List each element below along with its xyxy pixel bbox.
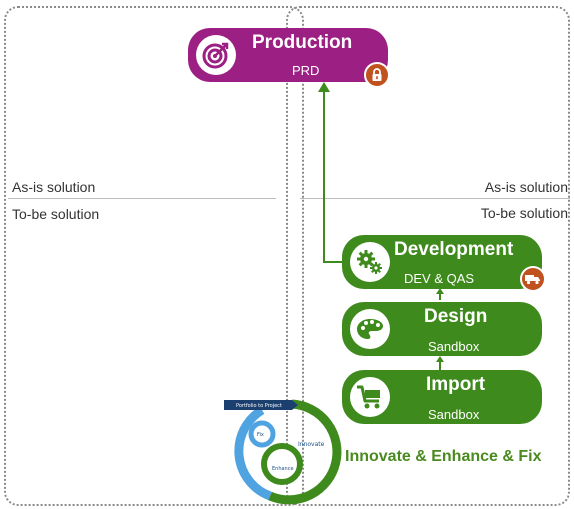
palette-icon [357, 319, 383, 339]
cycle-caption: Innovate & Enhance & Fix [345, 448, 542, 465]
design-subtitle: Sandbox [428, 339, 480, 354]
cycle-graphic: Portfolio to Project Fix Enhance Innovat… [224, 399, 342, 505]
cycle-fix-label: Fix [257, 432, 264, 438]
right-region-frame [286, 6, 570, 506]
left-to-be-label: To-be solution [12, 206, 100, 222]
cycle-banner-text: Portfolio to Project [236, 403, 282, 409]
left-as-is-label: As-is solution [12, 179, 96, 195]
cycle-enhance-label: Enhance [272, 466, 294, 472]
cycle-fix-ring [248, 420, 276, 448]
development-node[interactable]: Development DEV & QAS [342, 235, 542, 289]
production-title: Production [252, 32, 353, 53]
cycle-enhance-ring [261, 443, 303, 485]
cycle-outer-green-arc [268, 399, 342, 505]
truck-icon [525, 275, 540, 285]
left-divider [8, 198, 276, 199]
import-title: Import [426, 374, 486, 395]
lock-icon [372, 68, 382, 81]
dev-to-prd-connector [323, 88, 344, 263]
right-to-be-label: To-be solution [480, 205, 568, 221]
import-icon-circle [350, 377, 390, 417]
cycle-outer-blue-arc [234, 406, 272, 501]
cart-icon [357, 385, 380, 409]
cycle-innovate-label: Innovate [298, 441, 325, 448]
production-badge [364, 62, 390, 88]
design-node[interactable]: Design Sandbox [342, 302, 542, 356]
development-title: Development [394, 239, 514, 260]
right-divider [300, 198, 570, 199]
left-region-frame [4, 6, 304, 506]
development-icon-circle [350, 242, 390, 282]
production-subtitle: PRD [292, 63, 320, 78]
right-as-is-label: As-is solution [484, 179, 568, 195]
production-icon-circle [196, 35, 236, 75]
cycle-banner [224, 400, 298, 410]
import-subtitle: Sandbox [428, 407, 480, 422]
design-title: Design [424, 306, 488, 327]
target-icon [202, 42, 229, 69]
dev-to-prd-arrowhead [318, 82, 330, 92]
import-to-design-arrowhead [436, 356, 444, 362]
production-node[interactable]: Production PRD [188, 28, 388, 82]
design-icon-circle [350, 309, 390, 349]
design-to-dev-arrowhead [436, 288, 444, 294]
import-node[interactable]: Import Sandbox [342, 370, 542, 424]
development-badge [520, 266, 546, 292]
gears-icon [357, 250, 382, 274]
development-subtitle: DEV & QAS [404, 271, 475, 286]
